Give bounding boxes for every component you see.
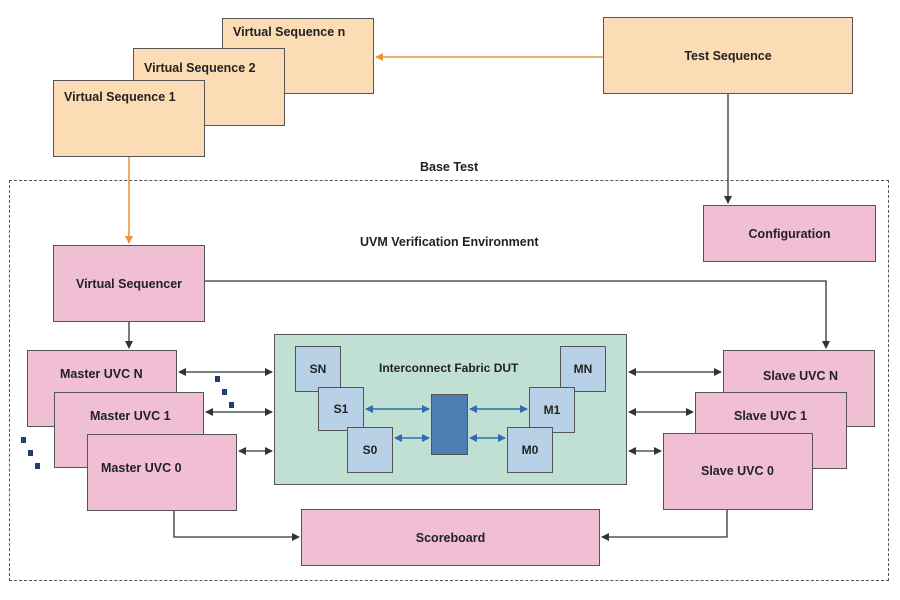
port-s0-label: S0 [362,443,378,457]
virtual-sequence-1: Virtual Sequence 1 [53,80,205,157]
virtual-sequence-1-label: Virtual Sequence 1 [64,90,176,104]
sequencer-to-slave-arrow [205,280,830,349]
slave-uvc-1-label: Slave UVC 1 [734,409,807,423]
interconnect-fabric-dut-label: Interconnect Fabric DUT [379,361,519,375]
slave-to-scoreboard-arrow [601,510,728,541]
port-m1-label: M1 [543,403,561,417]
slave-uvc-0-label: Slave UVC 0 [701,464,774,478]
configuration-label: Configuration [748,226,831,241]
base-test-frame [9,180,889,581]
master-uvc-0-label: Master UVC 0 [101,461,182,475]
ellipsis-dot [222,389,227,395]
test-sequence-label: Test Sequence [684,48,772,63]
dut-core-block [431,394,468,455]
test-sequence: Test Sequence [603,17,853,94]
virtual-sequence-2-label: Virtual Sequence 2 [144,61,256,75]
port-sn-label: SN [309,362,327,376]
port-s1-label: S1 [333,402,349,416]
master-uvc-n-label: Master UVC N [60,367,143,381]
master-uvc-1-label: Master UVC 1 [90,409,171,423]
ellipsis-dot [21,437,26,443]
port-m1: M1 [529,387,575,433]
port-s0: S0 [347,427,393,473]
configuration: Configuration [703,205,876,262]
master-to-scoreboard-arrow [173,511,300,541]
port-mn-label: MN [573,362,593,376]
port-s1: S1 [318,387,364,431]
ellipsis-dot [215,376,220,382]
virtual-sequence-n-label: Virtual Sequence n [233,25,346,39]
port-mn: MN [560,346,606,392]
virtual-sequencer-label: Virtual Sequencer [75,276,183,291]
port-m0: M0 [507,427,553,473]
base-test-label: Base Test [420,160,479,174]
scoreboard: Scoreboard [301,509,600,566]
uvm-environment-label: UVM Verification Environment [360,235,539,249]
ellipsis-dot [229,402,234,408]
port-m0-label: M0 [521,443,539,457]
port-sn: SN [295,346,341,392]
virtual-sequencer: Virtual Sequencer [53,245,205,322]
slave-uvc-n-label: Slave UVC N [763,369,839,383]
ellipsis-dot [28,450,33,456]
slave-uvc-0: Slave UVC 0 [663,433,813,510]
master-uvc-0: Master UVC 0 [87,434,237,511]
ellipsis-dot [35,463,40,469]
scoreboard-label: Scoreboard [415,530,486,545]
